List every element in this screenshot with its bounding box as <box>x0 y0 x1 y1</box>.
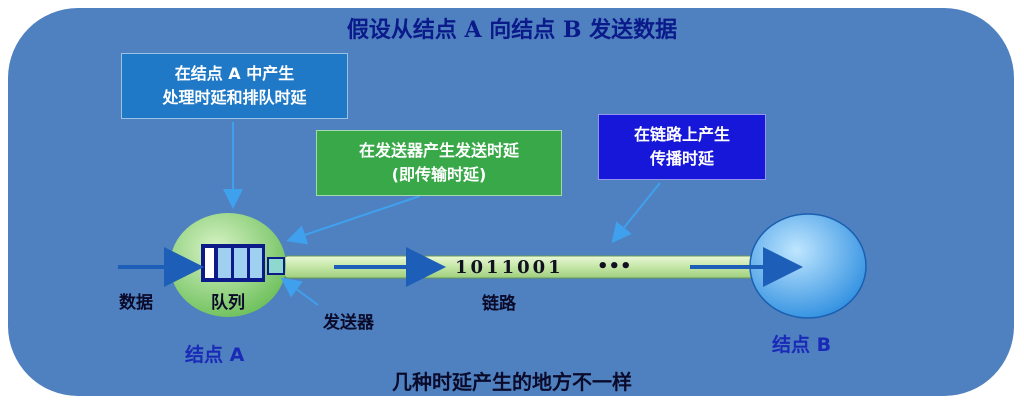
diagram-title: 假设从结点 A 向结点 B 发送数据 <box>346 17 678 43</box>
footer-caption: 几种时延产生的地方不一样 <box>392 370 632 394</box>
callout-node-a-delay: 在结点 A 中产生 处理时延和排队时延 <box>121 53 348 119</box>
callout-line: (即传输时延) <box>391 165 487 184</box>
queue-label: 队列 <box>211 293 245 313</box>
callout-line: 在发送器产生发送时延 <box>358 141 519 160</box>
callout-line: 传播时延 <box>649 149 714 168</box>
pointer-link <box>611 182 661 244</box>
callout-sender-delay: 在发送器产生发送时延 (即传输时延) <box>316 130 562 196</box>
callout-line: 处理时延和排队时延 <box>162 88 307 107</box>
sender-label: 发送器 <box>323 313 374 333</box>
bit-stream-ellipsis: ••• <box>597 256 632 277</box>
pointer-sender-label <box>280 277 319 306</box>
data-label: 数据 <box>119 293 153 313</box>
bit-stream: 1011001 <box>455 257 564 278</box>
node-b-label: 结点 B <box>772 334 832 356</box>
link-label: 链路 <box>482 294 516 314</box>
pointer-sender <box>286 195 421 245</box>
node-a-label: 结点 A <box>185 344 245 366</box>
callout-link-delay: 在链路上产生 传播时延 <box>598 114 766 180</box>
callout-line: 在结点 A 中产生 <box>174 64 295 83</box>
callout-line: 在链路上产生 <box>633 125 730 144</box>
queue-icon <box>201 244 265 282</box>
sender-icon <box>267 257 285 275</box>
